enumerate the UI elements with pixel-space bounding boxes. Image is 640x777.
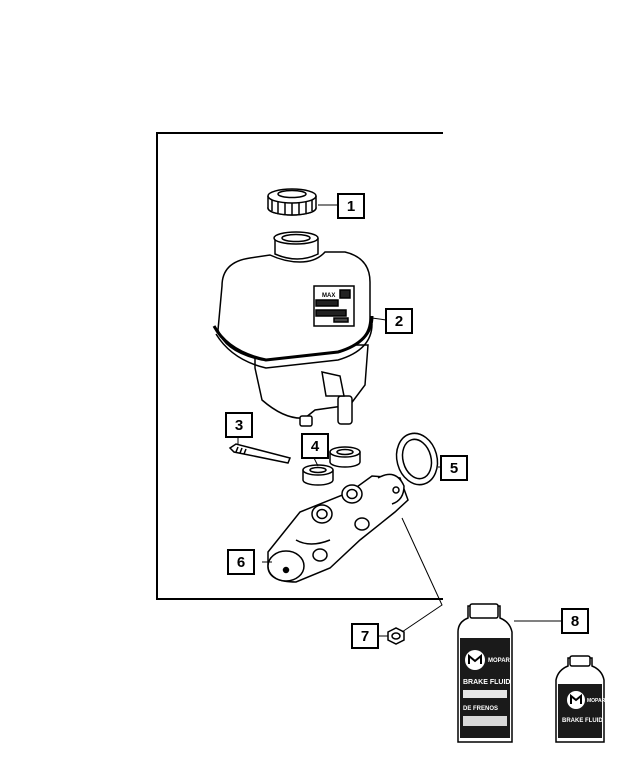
retaining-pin xyxy=(228,443,292,464)
callout-8: 8 xyxy=(561,608,589,634)
callout-5: 5 xyxy=(440,455,468,481)
callout-6-number: 6 xyxy=(237,554,245,571)
callout-1: 1 xyxy=(337,193,365,219)
reservoir-grommets xyxy=(302,446,361,486)
fluid-reservoir: MAX xyxy=(212,231,374,427)
assembly-frame xyxy=(156,132,443,600)
small-bottle-brand: MOPAR xyxy=(587,698,606,704)
callout-5-number: 5 xyxy=(450,460,458,477)
large-bottle-label: BRAKE FLUID xyxy=(463,679,510,686)
brake-fluid-bottle-small: MOPAR BRAKE FLUID xyxy=(555,655,606,743)
reservoir-max-mark: MAX xyxy=(322,293,335,299)
callout-7-number: 7 xyxy=(361,628,369,645)
large-bottle-label-spanish: DE FRENOS xyxy=(463,706,498,712)
mounting-nut xyxy=(387,627,405,645)
reservoir-cap xyxy=(267,188,317,216)
callout-7: 7 xyxy=(351,623,379,649)
large-bottle-brand: MOPAR xyxy=(488,658,511,664)
leader-lines xyxy=(237,204,562,637)
callout-2-number: 2 xyxy=(395,313,403,330)
small-bottle-label: BRAKE FLUID xyxy=(562,718,603,724)
brake-fluid-bottle-large: MOPAR BRAKE FLUID DE FRENOS xyxy=(457,603,513,743)
callout-6: 6 xyxy=(227,549,255,575)
callout-8-number: 8 xyxy=(571,613,579,630)
callout-4: 4 xyxy=(301,433,329,459)
callout-3: 3 xyxy=(225,412,253,438)
callout-1-number: 1 xyxy=(347,198,355,215)
callout-3-number: 3 xyxy=(235,417,243,434)
master-cylinder-seal xyxy=(395,432,439,486)
callout-4-number: 4 xyxy=(311,438,320,455)
callout-2: 2 xyxy=(385,308,413,334)
master-cylinder xyxy=(267,473,409,583)
